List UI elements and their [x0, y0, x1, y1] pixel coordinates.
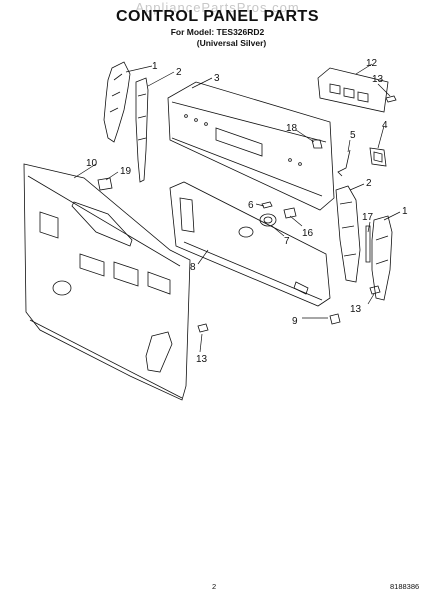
callout-label: 13 — [196, 354, 208, 365]
part-end-bracket-right — [335, 185, 361, 283]
document-code: 8188386 — [390, 582, 420, 591]
part-wire — [337, 149, 351, 177]
callout-label: 17 — [362, 212, 374, 223]
part-screw-mid — [365, 225, 371, 263]
part-knob — [259, 213, 277, 227]
part-rear-panel — [23, 163, 191, 401]
part-screw-bottom — [329, 313, 341, 325]
variant-line: (Universal Silver) — [196, 38, 267, 48]
watermark-text: AppliancePartsPros.com — [135, 0, 300, 15]
callout-label: 9 — [292, 316, 298, 327]
callout-label: 16 — [302, 228, 314, 239]
part-end-cap-right — [371, 215, 393, 301]
callout-label: 6 — [248, 200, 254, 211]
part-small-bracket — [97, 177, 113, 191]
part-screw-top — [385, 95, 397, 103]
callout-label: 1 — [402, 206, 408, 217]
callout-label: 2 — [366, 178, 372, 189]
callout-label: 2 — [176, 67, 182, 78]
part-clip — [311, 139, 323, 149]
callout-label: 13 — [350, 304, 362, 315]
callout-labels: 1 2 3 18 5 4 12 13 10 19 6 7 16 2 17 1 8… — [86, 58, 408, 365]
leader-lines — [73, 63, 401, 353]
page-number: 2 — [212, 582, 217, 591]
part-bushing — [283, 207, 297, 219]
callout-label: 1 — [152, 61, 158, 72]
callout-label: 7 — [284, 236, 290, 247]
part-end-cap-left — [103, 61, 131, 143]
part-control-panel — [167, 81, 335, 211]
part-switch — [369, 147, 387, 167]
model-line: For Model: TES326RD2 — [170, 27, 265, 37]
part-screw-right — [369, 285, 381, 295]
part-screw-left — [197, 323, 209, 333]
callout-label: 18 — [286, 123, 298, 134]
page-title: CONTROL PANEL PARTS — [116, 8, 319, 25]
part-screw-knob — [261, 201, 273, 209]
callout-label: 12 — [366, 58, 378, 69]
part-end-bracket-left — [135, 77, 149, 183]
part-display-board — [317, 67, 389, 113]
callout-label: 19 — [120, 166, 132, 177]
callout-label: 5 — [350, 130, 356, 141]
callout-label: 10 — [86, 158, 98, 169]
callout-label: 13 — [372, 74, 384, 85]
callout-label: 4 — [382, 120, 388, 131]
callout-label: 3 — [214, 73, 220, 84]
callout-label: 8 — [190, 262, 196, 273]
